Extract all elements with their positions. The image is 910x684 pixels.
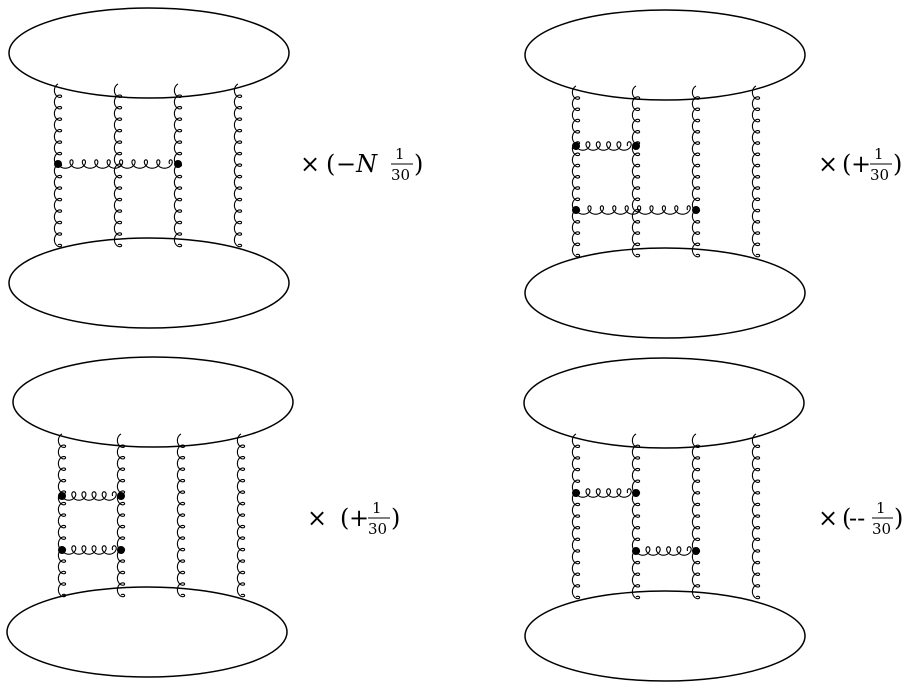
gluon-line	[176, 433, 186, 598]
vertex-dot	[692, 547, 700, 555]
gluon-rung	[61, 491, 117, 501]
coefficient-sign: --	[849, 504, 865, 532]
gluon-curl	[575, 488, 632, 498]
gluon-curl	[575, 141, 632, 151]
gluon-line	[233, 83, 243, 248]
coefficient-paren-open: (	[340, 504, 349, 532]
coefficient-sign: +	[851, 150, 871, 178]
gluon-curl	[57, 159, 173, 169]
vertex-dot	[692, 206, 700, 214]
vertex-dot	[174, 160, 182, 168]
gluon-curl	[571, 433, 581, 600]
gluon-curl	[176, 433, 186, 598]
coefficient-denominator: 30	[368, 520, 387, 538]
gluon-line	[571, 85, 581, 258]
blob-top	[523, 357, 805, 449]
gluon-rung	[57, 159, 173, 169]
gluon-curl	[631, 433, 641, 600]
gluon-rung	[635, 546, 692, 556]
gluon-line	[236, 433, 246, 598]
coefficient-paren-open: (	[842, 150, 851, 178]
gluon-curl	[631, 85, 641, 258]
gluon-curl	[61, 491, 117, 501]
vertex-dot	[572, 489, 580, 497]
blob-bottom	[6, 586, 288, 678]
blob-bottom	[524, 247, 806, 339]
gluon-curl	[233, 83, 243, 248]
coefficient-paren-close: )	[893, 150, 902, 178]
diagram-top-left: × ( −N 1 30 )	[8, 7, 423, 329]
gluon-curl	[691, 433, 701, 600]
gluon-curl	[116, 433, 126, 598]
vertex-dot	[54, 160, 62, 168]
gluon-curl	[635, 546, 692, 556]
blob-top	[524, 9, 806, 101]
gluon-curl	[57, 433, 67, 598]
gluon-line	[116, 433, 126, 598]
coefficient-paren-close: )	[391, 504, 400, 532]
gluon-curl	[751, 85, 761, 258]
vertex-dot	[632, 547, 640, 555]
coefficient-sign: −N	[336, 150, 378, 178]
vertex-dot	[632, 489, 640, 497]
gluon-curl	[61, 545, 117, 555]
gluon-rung	[575, 141, 632, 151]
gluon-line	[691, 433, 701, 600]
coefficient-sign: +	[349, 504, 369, 532]
gluon-rung	[575, 488, 632, 498]
coefficient-denominator: 30	[391, 166, 410, 184]
coefficient-prefix: ×	[818, 150, 838, 178]
gluon-rung	[61, 545, 117, 555]
coefficient-prefix: ×	[818, 504, 838, 532]
coefficient-paren-close: )	[414, 150, 423, 178]
diagram-top-right: × ( + 1 30 )	[524, 9, 902, 339]
gluon-curl	[575, 205, 691, 215]
coefficient-prefix: ×	[300, 150, 320, 178]
coefficient-paren-open: (	[326, 150, 335, 178]
coefficient-paren-close: )	[894, 504, 903, 532]
diagram-bottom-right: × ( -- 1 30 )	[523, 357, 903, 682]
coefficient-paren-open: (	[842, 504, 851, 532]
gluon-line	[751, 85, 761, 258]
coefficient-prefix: ×	[307, 504, 327, 532]
coefficient-numerator: 1	[874, 145, 884, 163]
blob-top	[12, 356, 294, 448]
gluon-curl	[113, 83, 123, 248]
vertex-dot	[117, 492, 125, 500]
coefficient-numerator: 1	[372, 499, 382, 517]
coefficient-denominator: 30	[872, 520, 891, 538]
gluon-line	[57, 433, 67, 598]
gluon-curl	[751, 433, 761, 600]
blob-bottom	[8, 237, 290, 329]
gluon-line	[691, 85, 701, 258]
coefficient-numerator: 1	[876, 499, 886, 517]
gluon-line	[571, 433, 581, 600]
gluon-line	[751, 433, 761, 600]
vertex-dot	[58, 492, 66, 500]
blob-bottom	[524, 590, 806, 682]
gluon-curl	[571, 85, 581, 258]
vertex-dot	[632, 142, 640, 150]
gluon-curl	[691, 85, 701, 258]
coefficient-numerator: 1	[395, 145, 405, 163]
vertex-dot	[572, 206, 580, 214]
gluon-rung	[575, 205, 691, 215]
gluon-curl	[236, 433, 246, 598]
vertex-dot	[117, 546, 125, 554]
vertex-dot	[572, 142, 580, 150]
gluon-line	[113, 83, 123, 248]
gluon-line	[631, 85, 641, 258]
coefficient-denominator: 30	[870, 166, 889, 184]
gluon-line	[631, 433, 641, 600]
vertex-dot	[58, 546, 66, 554]
blob-top	[8, 7, 290, 99]
diagram-bottom-left: × ( + 1 30 )	[6, 356, 400, 678]
